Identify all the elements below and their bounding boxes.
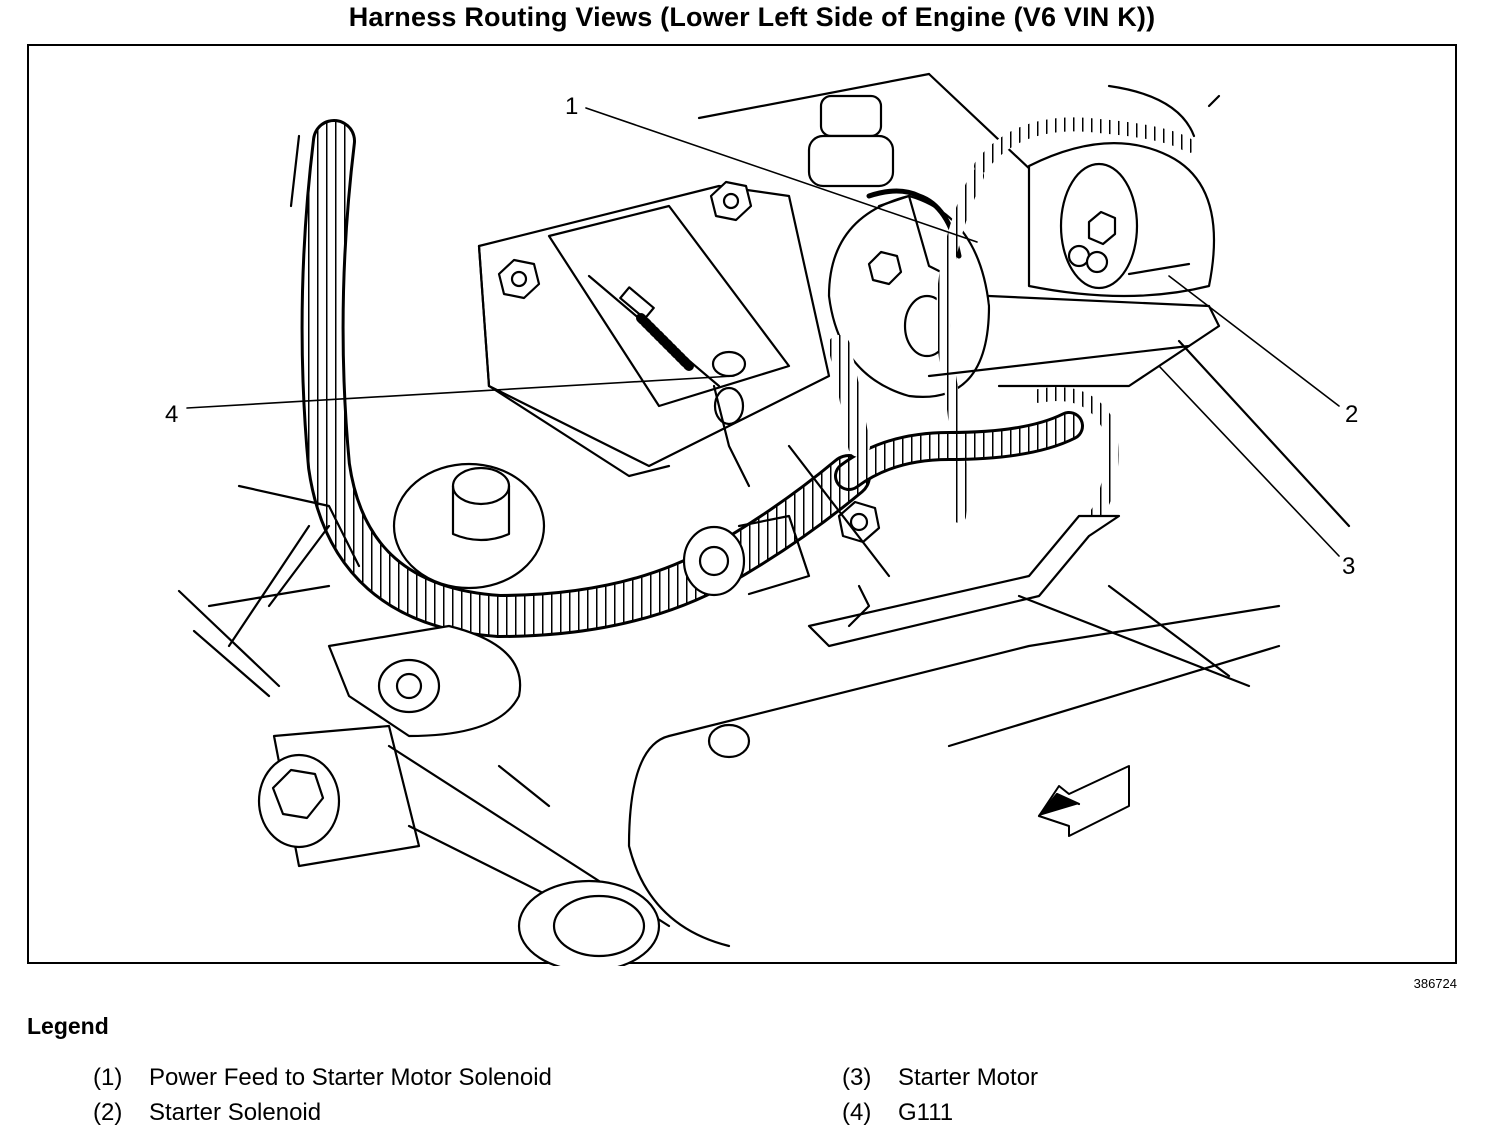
legend-item: (3) Starter Motor [842, 1064, 1038, 1092]
legend-item-number: (3) [842, 1064, 872, 1091]
front-direction-arrow-icon [1037, 765, 1130, 837]
callout-1-leader [585, 107, 978, 243]
diagram-frame: 1 2 3 4 [27, 44, 1457, 966]
starter-mounting-nut [787, 444, 891, 578]
legend-item-label: Power Feed to Starter Motor Solenoid [149, 1064, 552, 1091]
top-mount-bolt [807, 94, 895, 188]
lower-hex-bolt [257, 724, 421, 868]
lower-pulley [387, 744, 671, 966]
legend-item-number: (4) [842, 1099, 872, 1126]
callout-4: 4 [165, 401, 178, 428]
g111-ground-bolt [711, 350, 751, 488]
starter-harness [828, 335, 1119, 533]
power-feed-wire [866, 117, 1196, 523]
engine-top-line [1107, 84, 1196, 138]
engine-illustration: 1 2 3 4 [165, 72, 1358, 966]
frame-rail [177, 484, 361, 698]
legend-item-label: G111 [898, 1099, 954, 1126]
threaded-stud [619, 286, 694, 371]
engine-top-line [1207, 94, 1221, 108]
hex-bolt [709, 180, 753, 222]
engine-top-line [697, 72, 931, 120]
callout-2-leader [1168, 275, 1340, 407]
diagram-title: Harness Routing Views (Lower Left Side o… [348, 2, 1156, 32]
cable-lug [682, 514, 811, 597]
legend-heading: Legend [27, 1013, 109, 1039]
starter-motor [927, 294, 1351, 528]
figure-id: 386724 [1413, 976, 1457, 991]
callout-4-leader [186, 375, 735, 409]
callout-1: 1 [565, 93, 578, 120]
hex-bolt [497, 258, 541, 300]
legend-item: (4) G111 [842, 1099, 953, 1127]
legend-item: (1) Power Feed to Starter Motor Solenoid [93, 1064, 552, 1092]
legend-item-label: Starter Motor [898, 1064, 1039, 1091]
support-strap [807, 514, 1121, 648]
oil-pan [627, 584, 1281, 948]
callout-2: 2 [1345, 401, 1358, 428]
lower-bracket [327, 624, 522, 738]
legend-item-label: Starter Solenoid [149, 1099, 322, 1126]
legend-item-number: (1) [93, 1064, 123, 1091]
starter-solenoid [1027, 142, 1216, 298]
engine-mount-post [392, 462, 546, 590]
callout-3: 3 [1342, 553, 1355, 580]
legend-item-number: (2) [93, 1099, 123, 1126]
callout-3-leader [1158, 365, 1340, 557]
legend-item: (2) Starter Solenoid [93, 1099, 321, 1127]
